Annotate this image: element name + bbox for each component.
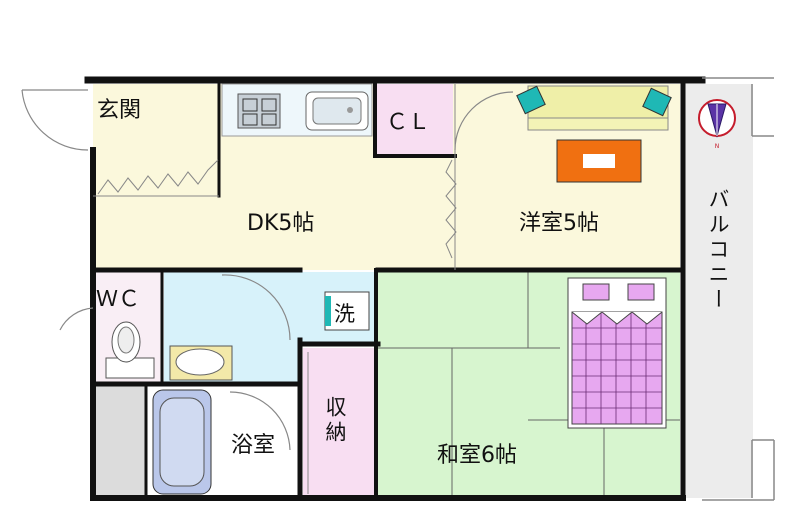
room-label-closet: ＣＬ [386,110,431,135]
shower-area [93,385,145,498]
table-icon [556,139,642,183]
svg-text:N: N [715,143,720,150]
washer-space [324,291,370,331]
balcony-floor [683,84,753,498]
sofa-icon [516,85,672,131]
compass-icon: N [698,99,736,150]
washbasin-icon [169,345,233,381]
toilet-icon [105,321,155,379]
bed-icon [567,277,667,429]
interior-lines [93,84,457,270]
walls [84,76,706,501]
kitchen-sink-icon [305,91,369,131]
room-label-western: 洋室5帖 [519,211,599,236]
entrance-floor [93,84,219,196]
room-label-washer: 洗 [334,302,355,326]
bathtub-icon [152,389,212,495]
stove-icon [237,93,281,129]
storage-floor [303,348,375,498]
room-label-japanese: 和室6帖 [437,443,517,468]
room-label-wc: ＷＣ [96,287,141,312]
washer-tap [325,296,331,326]
room-label-dk: DK5帖 [247,211,315,236]
room-label-balcony: バルコニー [706,188,730,313]
room-label-bath: 浴室 [231,433,276,458]
door-swings [21,89,514,451]
balcony-rail [702,77,775,501]
room-label-storage: 収納 [323,396,347,446]
room-label-entrance: 玄関 [97,98,142,123]
closet-floor [377,84,453,154]
